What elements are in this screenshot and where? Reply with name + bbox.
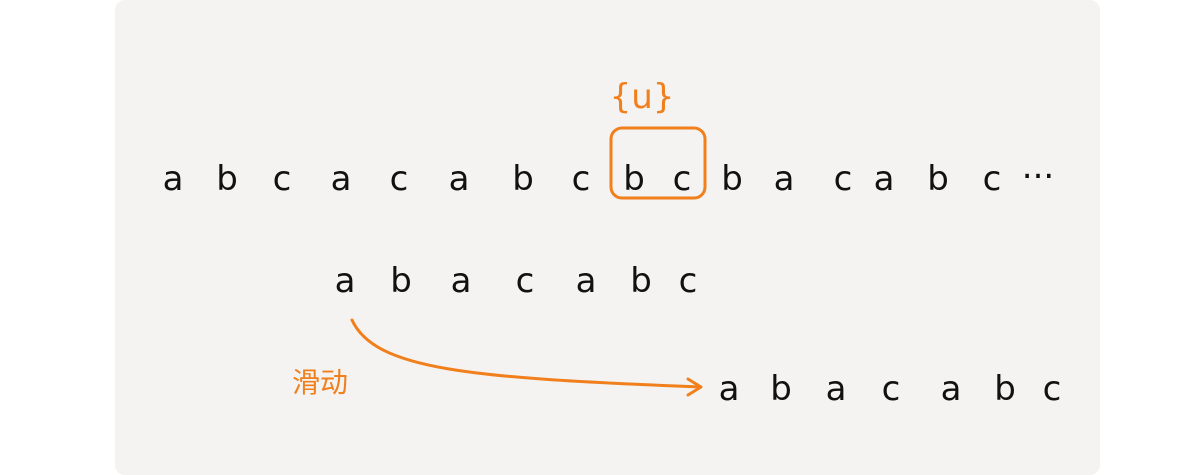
slide-arrow-path <box>350 318 702 389</box>
text-char-11: a <box>774 159 795 199</box>
pattern-top-char-1: b <box>390 261 412 301</box>
pattern-bottom-char-5: b <box>994 369 1016 409</box>
slide-arrow-head <box>686 377 703 397</box>
text-char-0: a <box>163 159 184 199</box>
slide-label: 滑动 <box>292 366 348 399</box>
pattern-top-char-2: a <box>451 261 472 301</box>
text-char-5: a <box>449 159 470 199</box>
diagram-canvas <box>115 0 1100 475</box>
pattern-top-char-3: c <box>516 261 535 301</box>
pattern-bottom-char-1: b <box>770 369 792 409</box>
text-char-13: a <box>874 159 895 199</box>
pattern-bottom-char-3: c <box>882 369 901 409</box>
pattern-top-char-5: b <box>630 261 652 301</box>
text-char-10: b <box>721 159 743 199</box>
text-char-9: c <box>673 159 692 199</box>
pattern-top-char-0: a <box>335 261 356 301</box>
text-ellipsis: ... <box>1022 147 1054 187</box>
text-char-7: c <box>572 159 591 199</box>
pattern-bottom-char-4: a <box>941 369 962 409</box>
text-char-3: a <box>331 159 352 199</box>
highlight-box <box>609 126 707 200</box>
highlight-label: {u} <box>610 77 675 117</box>
pattern-top-char-4: a <box>576 261 597 301</box>
text-char-2: c <box>273 159 292 199</box>
text-char-15: c <box>983 159 1002 199</box>
pattern-bottom-char-0: a <box>719 369 740 409</box>
pattern-bottom-char-6: c <box>1043 369 1062 409</box>
text-char-8: b <box>623 159 645 199</box>
pattern-top-char-6: c <box>679 261 698 301</box>
text-char-1: b <box>216 159 238 199</box>
text-char-4: c <box>390 159 409 199</box>
text-char-6: b <box>512 159 534 199</box>
text-char-12: c <box>834 159 853 199</box>
pattern-bottom-char-2: a <box>826 369 847 409</box>
text-char-14: b <box>927 159 949 199</box>
